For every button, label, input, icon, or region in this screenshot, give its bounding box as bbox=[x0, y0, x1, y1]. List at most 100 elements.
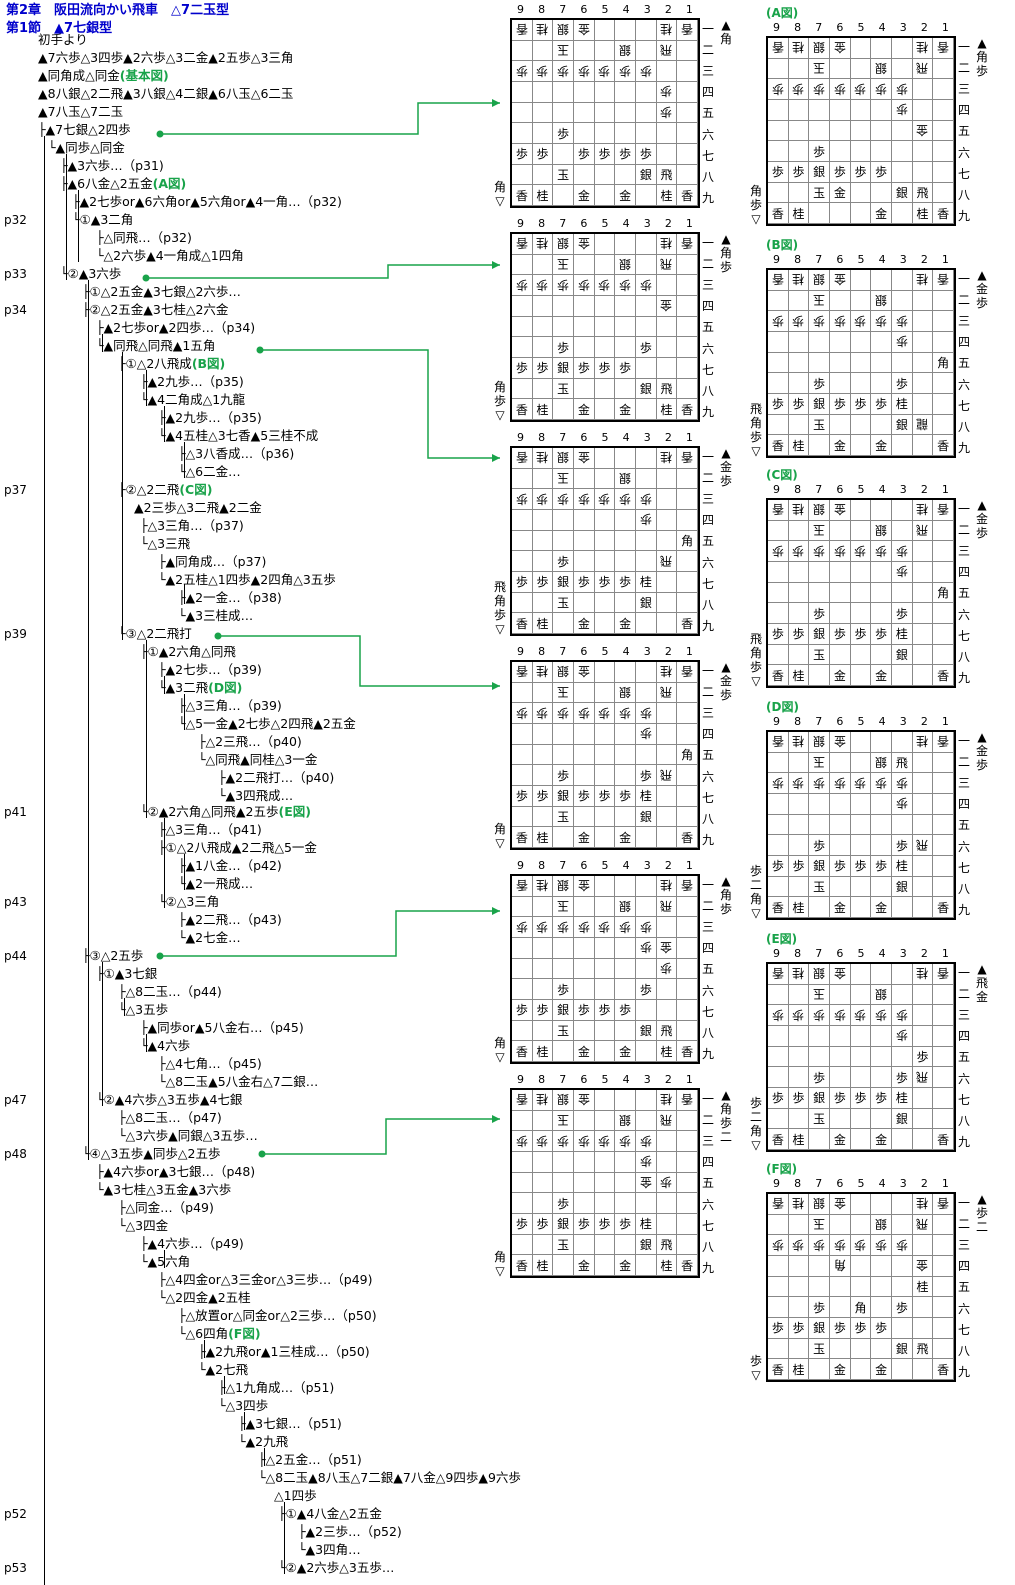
column-label: 2 bbox=[920, 947, 928, 960]
shogi-piece: 銀 bbox=[895, 879, 908, 894]
shogi-piece: 玉 bbox=[557, 42, 570, 57]
board-square bbox=[933, 623, 954, 645]
tree-line: └③△2二飛打 bbox=[118, 625, 192, 643]
board-square bbox=[677, 164, 698, 186]
board-square: 香 bbox=[512, 1090, 533, 1111]
board-square bbox=[677, 592, 698, 614]
board-square bbox=[768, 1025, 789, 1047]
shogi-piece: 金 bbox=[875, 438, 888, 453]
board-square bbox=[594, 185, 616, 206]
column-label: 6 bbox=[836, 253, 844, 266]
shogi-piece: 飛 bbox=[916, 60, 929, 75]
board-square: 香 bbox=[768, 964, 789, 985]
board-square bbox=[594, 551, 616, 572]
tree-line: ├▲2七歩or▲2四歩…（p34) bbox=[96, 319, 255, 337]
shogi-piece: 歩 bbox=[577, 919, 590, 934]
board-square bbox=[768, 1067, 789, 1088]
shogi-piece: 金 bbox=[619, 188, 632, 203]
board-square bbox=[553, 827, 574, 848]
column-label: 3 bbox=[643, 1073, 651, 1086]
board-square: 玉 bbox=[553, 378, 574, 400]
row-labels: 一二三四五六七八九 bbox=[702, 18, 714, 208]
shogi-piece: 歩 bbox=[792, 1237, 805, 1252]
board-square bbox=[677, 1151, 698, 1173]
board-square: 桂 bbox=[912, 1194, 934, 1215]
board-grid: 香桂銀金桂香玉銀飛歩歩歩歩歩歩歩歩金歩歩歩歩歩銀歩歩歩玉銀飛香桂金金桂香 bbox=[510, 874, 700, 1064]
board-square bbox=[891, 270, 913, 291]
board-square: 龍 bbox=[912, 414, 934, 436]
board-square: 金 bbox=[871, 203, 892, 224]
tree-line: ├▲2九歩…（p35) bbox=[158, 409, 262, 427]
board-square bbox=[768, 331, 789, 353]
board-square: 銀 bbox=[809, 1317, 830, 1339]
tree-line: └▲3三桂成… bbox=[178, 607, 253, 625]
board-square bbox=[594, 806, 616, 828]
shogi-piece: 角 bbox=[681, 533, 694, 548]
board-square: 歩 bbox=[553, 551, 574, 572]
board-square bbox=[829, 752, 851, 774]
row-label: 三 bbox=[702, 492, 715, 507]
tree-line: ▲7六歩△3四歩▲2六歩△3二金▲2五歩△3三角 bbox=[38, 49, 293, 67]
board-square: 香 bbox=[512, 1255, 533, 1276]
board-square bbox=[656, 1131, 678, 1152]
shogi-piece: 銀 bbox=[813, 1196, 826, 1211]
shogi-piece: 歩 bbox=[577, 1003, 590, 1018]
shogi-piece: 金 bbox=[833, 502, 846, 517]
shogi-piece: 歩 bbox=[598, 491, 611, 506]
shogi-piece: 桂 bbox=[916, 272, 929, 287]
board-square bbox=[788, 1108, 810, 1130]
board-square bbox=[850, 1338, 872, 1360]
board-square bbox=[656, 530, 678, 552]
board-square bbox=[933, 311, 954, 332]
board-square bbox=[635, 1041, 657, 1062]
board-square bbox=[512, 1110, 533, 1132]
shogi-piece: 歩 bbox=[916, 1049, 929, 1064]
tree-line: └▲4六歩 bbox=[140, 1037, 190, 1055]
row-label: 二 bbox=[702, 257, 715, 272]
board-square bbox=[553, 613, 574, 634]
shogi-piece: 銀 bbox=[875, 522, 888, 537]
shogi-piece: 桂 bbox=[536, 188, 549, 203]
tree-line: ├△1九角成…（p51) bbox=[218, 1379, 334, 1397]
move-text: ├①△2五金▲3七銀△2六歩… bbox=[82, 284, 241, 299]
shogi-piece: 銀 bbox=[557, 450, 570, 465]
shogi-piece: 玉 bbox=[557, 684, 570, 699]
board-square bbox=[615, 448, 636, 469]
tree-line: └△6四角(F図) bbox=[178, 1325, 261, 1343]
tree-line: └▲4二角成△1九龍 bbox=[140, 391, 245, 409]
column-label: 4 bbox=[622, 3, 630, 16]
row-label: 一 bbox=[702, 450, 715, 465]
move-text: ├▲2七歩…（p39) bbox=[158, 662, 262, 677]
column-label: 3 bbox=[899, 715, 907, 728]
board-square bbox=[912, 603, 934, 624]
board-square bbox=[573, 1110, 595, 1132]
column-label: 8 bbox=[538, 1073, 546, 1086]
board-square: 角 bbox=[933, 582, 954, 604]
board-square: 香 bbox=[933, 203, 954, 224]
row-label: 八 bbox=[958, 187, 971, 202]
shogi-piece: 銀 bbox=[813, 1091, 826, 1106]
board-square: 香 bbox=[933, 500, 954, 521]
move-text: ├①△2八飛成 bbox=[118, 356, 192, 371]
board-square: 香 bbox=[933, 964, 954, 985]
board-square: 金 bbox=[829, 182, 851, 204]
board-square bbox=[594, 662, 616, 683]
board-square: 歩 bbox=[809, 141, 830, 162]
board-square bbox=[850, 1108, 872, 1130]
move-text: ├▲4六歩…（p49) bbox=[140, 1236, 244, 1251]
diagram-label: (E図) bbox=[278, 804, 311, 819]
board-square bbox=[788, 1338, 810, 1360]
shogi-piece: 銀 bbox=[813, 40, 826, 55]
shogi-piece: 玉 bbox=[813, 879, 826, 894]
shogi-piece: 桂 bbox=[536, 22, 549, 37]
row-label: 三 bbox=[702, 278, 715, 293]
shogi-piece: 歩 bbox=[895, 376, 908, 391]
board-square: 歩 bbox=[809, 603, 830, 624]
tree-guide-line bbox=[224, 1376, 225, 1394]
board-square bbox=[933, 1087, 954, 1109]
board-square bbox=[912, 1129, 934, 1150]
board-square: 歩 bbox=[635, 1151, 657, 1173]
shogi-piece: 歩 bbox=[515, 147, 528, 162]
board-square: 歩 bbox=[850, 393, 872, 415]
